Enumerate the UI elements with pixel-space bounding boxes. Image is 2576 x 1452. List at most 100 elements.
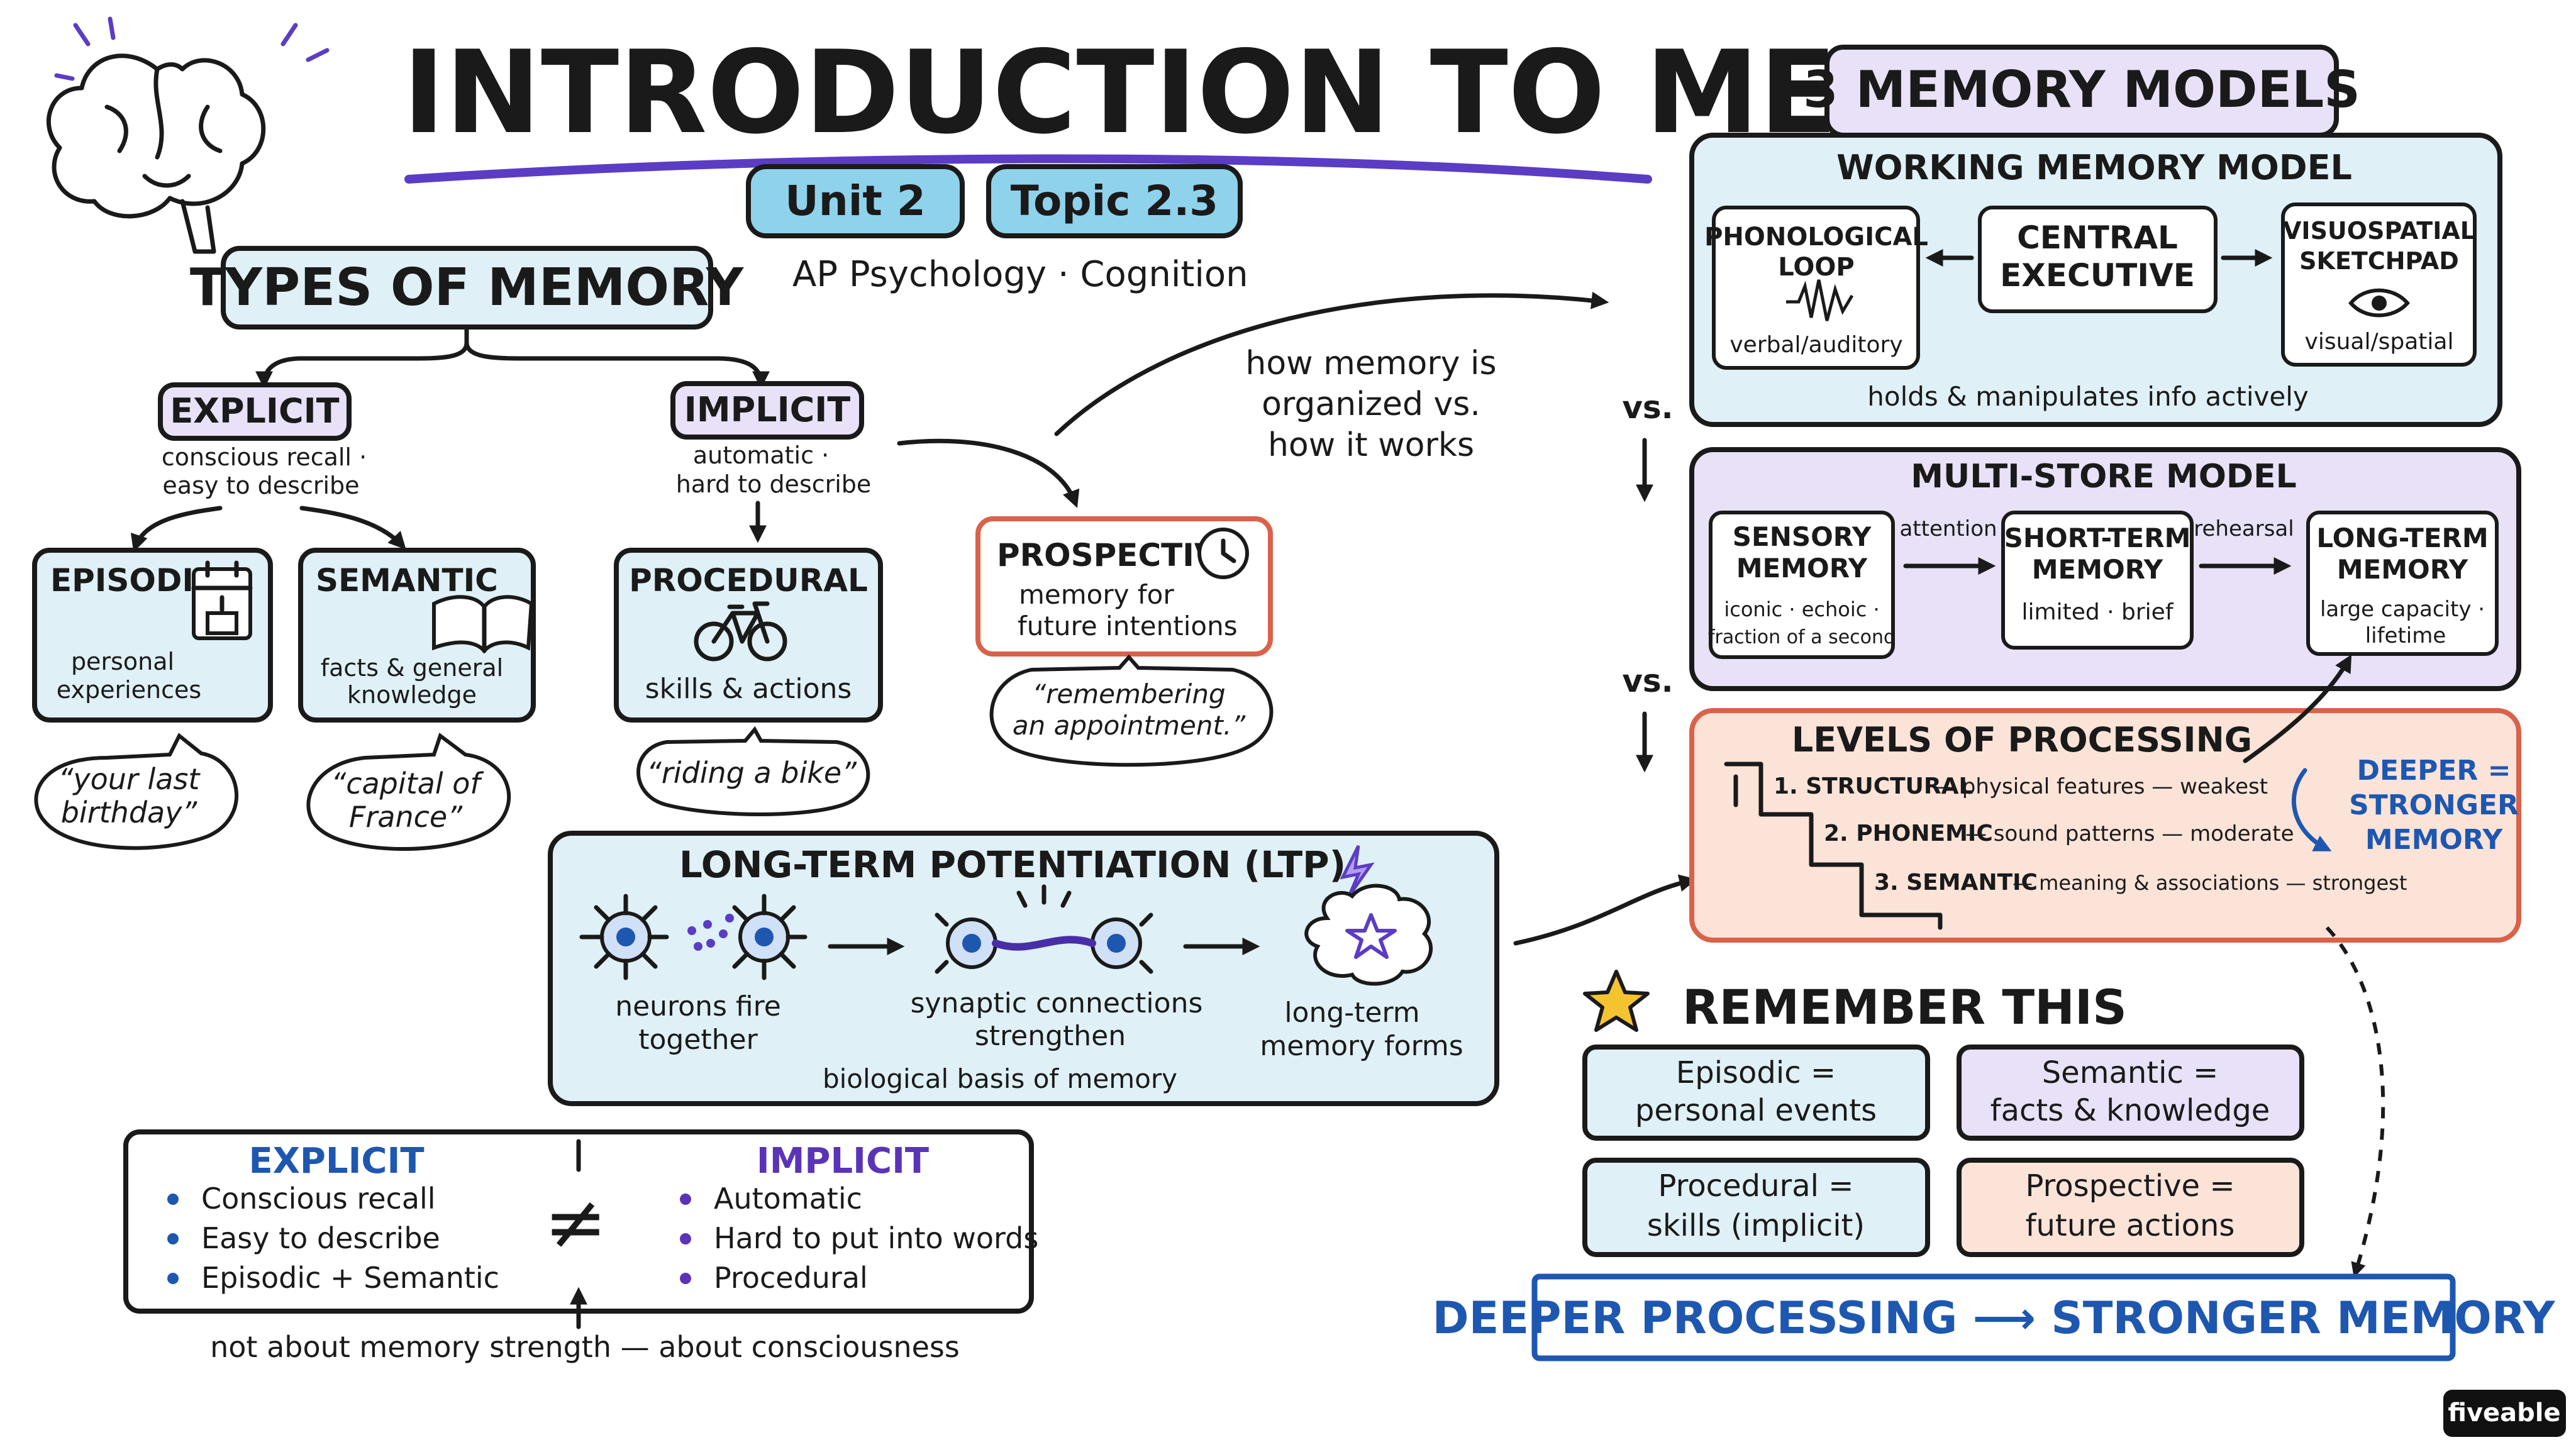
- remember-card-semantic: [1957, 1045, 2304, 1141]
- remember-card-procedural: [1582, 1158, 1930, 1257]
- long-term-sub2: lifetime: [2365, 623, 2446, 648]
- explicit-item: Conscious recall: [201, 1182, 436, 1216]
- note-line2: organized vs.: [1262, 385, 1480, 423]
- procedural-card: [614, 548, 883, 723]
- central-label1: CENTRAL: [2017, 219, 2178, 256]
- implicit-list: Automatic Hard to put into words Procedu…: [680, 1182, 1038, 1295]
- semantic-title: SEMANTIC: [316, 562, 498, 599]
- implicit-item: Hard to put into words: [714, 1221, 1038, 1255]
- central-executive-box: [1978, 206, 2218, 313]
- visuospatial-sub: visual/spatial: [2305, 329, 2454, 355]
- compare-implicit-title: IMPLICIT: [757, 1141, 929, 1182]
- bottom-banner: [1531, 1273, 2456, 1361]
- level3-label: 3. SEMANTIC: [1874, 870, 2038, 895]
- semantic-desc1: facts & general: [321, 654, 503, 682]
- remember-card-prospective: [1957, 1158, 2304, 1257]
- explicit-desc1: conscious recall ·: [162, 443, 367, 471]
- brain-star-icon: [1304, 884, 1433, 986]
- ltp-box: [548, 831, 1499, 1106]
- title-underline: [404, 154, 1652, 184]
- ltp-step3a: long-term: [1284, 997, 1419, 1029]
- procedural-example-bubble: [636, 726, 870, 816]
- episodic-example-bubble: [34, 733, 238, 850]
- levels-title: LEVELS OF PROCESSING: [1792, 720, 2252, 760]
- procedural-example: “riding a bike”: [647, 756, 857, 790]
- level1-label: 1. STRUCTURAL: [1774, 773, 1973, 799]
- open-book-icon: [432, 595, 534, 654]
- ltp-step2a: synaptic connections: [911, 987, 1203, 1019]
- long-term-sub1: large capacity ·: [2320, 597, 2485, 622]
- explicit-pill: [158, 382, 352, 441]
- prospective-example2: an appointment.”: [1013, 710, 1246, 741]
- central-label2: EXECUTIVE: [2000, 257, 2195, 294]
- ltp-footer: biological basis of memory: [823, 1063, 1177, 1094]
- bottom-banner-text: DEEPER PROCESSING ⟶ STRONGER MEMORY: [1433, 1292, 2556, 1344]
- sensory-memory-box: [1709, 511, 1895, 659]
- ltp-step3b: memory forms: [1260, 1030, 1463, 1062]
- staircase-icon: [1724, 762, 1943, 930]
- visuospatial-label2: SKETCHPAD: [2299, 247, 2459, 275]
- episodic-title: EPISODIC: [50, 562, 217, 599]
- working-caption: holds & manipulates info actively: [1867, 381, 2308, 412]
- explicit-list: Conscious recall Easy to describe Episod…: [167, 1182, 499, 1295]
- remember-card-line1: Prospective =: [2025, 1168, 2235, 1204]
- sensory-label2: MEMORY: [1736, 553, 1868, 584]
- level2-desc: — sound patterns — moderate: [1965, 821, 2294, 846]
- star-icon: [1583, 970, 1650, 1032]
- deeper-label2: STRONGER: [2349, 789, 2519, 821]
- types-title: TYPES OF MEMORY: [190, 258, 745, 318]
- vs-label-2: vs.: [1622, 663, 1673, 699]
- sensory-sub2: fraction of a second: [1708, 626, 1896, 648]
- remember-card-line1: Procedural =: [1658, 1168, 1854, 1204]
- unit-badge-label: Unit 2: [785, 177, 926, 225]
- semantic-desc2: knowledge: [347, 681, 477, 709]
- brand-badge: [2443, 1390, 2566, 1437]
- unit-badge: [746, 164, 965, 238]
- note-line1: how memory is: [1245, 345, 1496, 382]
- not-equal-symbol: ≠: [544, 1179, 608, 1266]
- short-term-sub: limited · brief: [2022, 599, 2174, 625]
- long-term-memory-box: [2306, 511, 2499, 656]
- ltp-step1a: neurons fire: [615, 990, 781, 1022]
- ltp-step1b: together: [638, 1024, 758, 1056]
- long-term-label1: LONG-TERM: [2316, 523, 2488, 553]
- prospective-example1: “remembering: [1032, 679, 1225, 709]
- procedural-desc: skills & actions: [645, 673, 852, 705]
- procedural-title: PROCEDURAL: [629, 562, 868, 599]
- topic-badge: [986, 164, 1243, 238]
- explicit-label: EXPLICIT: [170, 391, 339, 431]
- level3-desc: — meaning & associations — strongest: [2012, 871, 2407, 895]
- levels-of-processing-box: [1689, 708, 2521, 943]
- short-term-memory-box: [2001, 511, 2194, 650]
- remember-card-line2: future actions: [2026, 1208, 2235, 1243]
- explicit-item: Easy to describe: [201, 1221, 440, 1255]
- explicit-desc2: easy to describe: [162, 472, 359, 499]
- remember-card-line2: skills (implicit): [1647, 1208, 1865, 1243]
- sensory-label1: SENSORY: [1733, 521, 1872, 552]
- compare-explicit-title: EXPLICIT: [248, 1141, 424, 1182]
- subtitle: AP Psychology · Cognition: [792, 254, 1248, 295]
- note-line3: how it works: [1268, 426, 1474, 464]
- models-title: 3 MEMORY MODELS: [1803, 60, 2360, 119]
- implicit-pill: [670, 381, 864, 440]
- phonological-label1: PHONOLOGICAL: [1704, 223, 1928, 252]
- episodic-desc2: experiences: [57, 676, 201, 704]
- level1-desc: — physical features — weakest: [1934, 774, 2268, 799]
- ltp-title: LONG-TERM POTENTIATION (LTP): [679, 843, 1346, 886]
- semantic-example-bubble: [306, 733, 511, 851]
- long-term-label2: MEMORY: [2337, 554, 2468, 585]
- remember-title: REMEMBER THIS: [1682, 979, 2127, 1035]
- deeper-label1: DEEPER =: [2357, 755, 2511, 787]
- implicit-desc1: automatic ·: [693, 441, 829, 469]
- explicit-item: Episodic + Semantic: [201, 1261, 499, 1295]
- visuospatial-sketchpad-box: [2281, 202, 2477, 367]
- working-memory-title: WORKING MEMORY MODEL: [1836, 148, 2352, 187]
- clock-icon: [1197, 528, 1249, 579]
- short-term-label2: MEMORY: [2032, 554, 2163, 585]
- visuospatial-label1: VISUOSPATIAL: [2283, 217, 2475, 245]
- calendar-cake-icon: [191, 560, 253, 640]
- brain-icon: [47, 16, 330, 254]
- attention-label: attention: [1899, 516, 1997, 541]
- remember-card-episodic: [1582, 1045, 1930, 1141]
- prospective-desc2: future intentions: [1018, 611, 1238, 641]
